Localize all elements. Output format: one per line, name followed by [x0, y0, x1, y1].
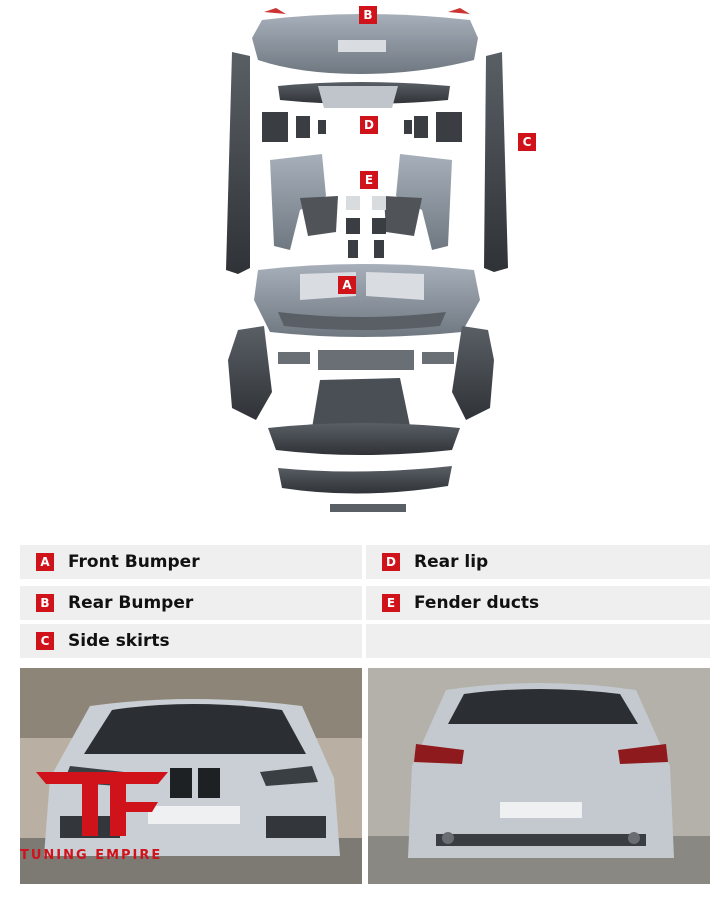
legend-letter: E: [382, 594, 400, 612]
legend-item-fender-ducts: E Fender ducts: [366, 586, 710, 620]
badge-c: C: [518, 133, 536, 151]
underbody-tray-part: [268, 378, 460, 455]
legend-letter: B: [36, 594, 54, 612]
front-bumper-part: [254, 264, 480, 337]
tuning-empire-logo: [18, 766, 188, 870]
car-rear-illustration: [368, 668, 710, 884]
lip-strip-part: [330, 504, 406, 512]
legend-letter: D: [382, 553, 400, 571]
brand-name-text: TUNING EMPIRE: [20, 848, 163, 863]
wheel-liner-left-part: [228, 326, 272, 420]
legend-letter: A: [36, 553, 54, 571]
legend-label: Rear Bumper: [68, 593, 194, 613]
rear-bumper-part: [252, 8, 478, 74]
legend-item-rear-bumper: B Rear Bumper: [20, 586, 362, 620]
badge-a: A: [338, 276, 356, 294]
car-front-illustration: [20, 668, 362, 884]
body-kit-parts-diagram: B C D E A: [226, 6, 536, 512]
wheel-liner-right-part: [452, 326, 494, 420]
fender-ducts-part: [270, 154, 452, 258]
front-grilles-part: [278, 350, 454, 370]
legend-label: Fender ducts: [414, 593, 540, 613]
car-rear-photo: [368, 668, 710, 884]
rear-lip-part: [278, 82, 450, 108]
tuning-empire-logo-mark: [36, 772, 168, 836]
front-lip-part: [278, 466, 452, 494]
legend-item-rear-lip: D Rear lip: [366, 545, 710, 579]
legend-item-front-bumper: A Front Bumper: [20, 545, 362, 579]
side-skirt-right-part: [484, 52, 508, 272]
parts-legend: A Front Bumper D Rear lip B Rear Bumper …: [20, 545, 710, 661]
legend-label: Side skirts: [68, 631, 170, 651]
legend-label: Front Bumper: [68, 552, 200, 572]
rear-brackets-part: [262, 112, 462, 142]
badge-d: D: [360, 116, 378, 134]
side-skirt-left-part: [226, 52, 250, 274]
parts-illustration: [226, 8, 508, 512]
legend-item-side-skirts: C Side skirts: [20, 624, 362, 658]
car-front-photo: [20, 668, 362, 884]
legend-label: Rear lip: [414, 552, 489, 572]
legend-empty-cell: [366, 624, 710, 658]
badge-e: E: [360, 171, 378, 189]
badge-b: B: [359, 6, 377, 24]
legend-letter: C: [36, 632, 54, 650]
